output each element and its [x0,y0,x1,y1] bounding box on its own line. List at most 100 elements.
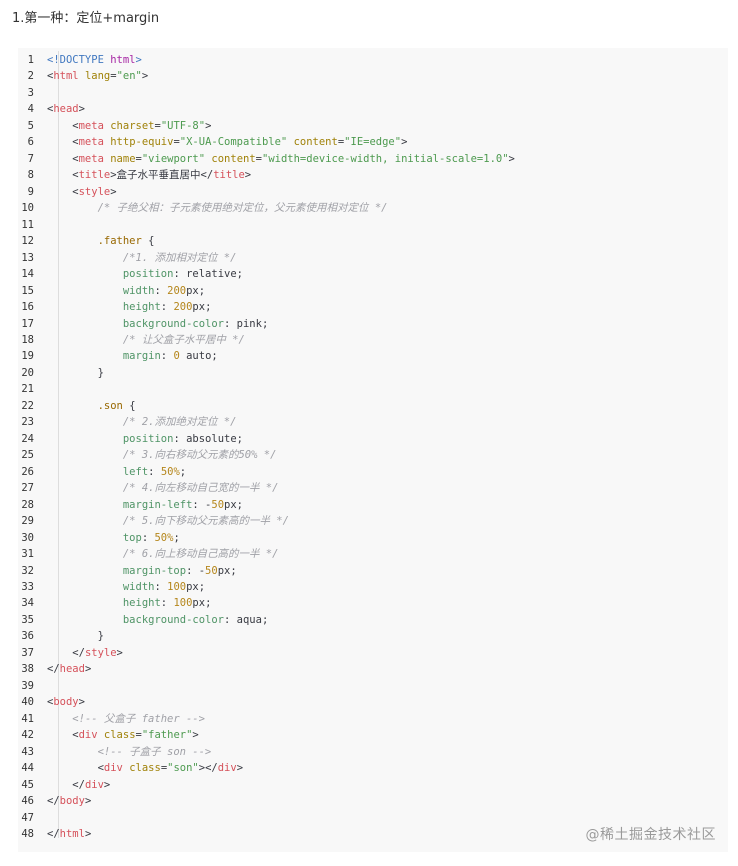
token-punc [47,202,98,214]
token-tag: div [217,762,237,775]
code-text: </div> [47,777,110,793]
token-kw: html [110,54,136,66]
token-sel: .father [97,235,142,248]
token-num: 0 [173,350,180,363]
token-prop: height [122,301,161,314]
code-line: 46</body> [18,793,728,809]
token-punc [47,614,123,626]
token-com: /* 5.向下移动父元素高的一半 */ [122,515,289,528]
code-text: <meta http-equiv="X-UA-Compatible" conte… [47,134,407,150]
line-number: 39 [21,679,34,692]
line-number: 11 [21,218,34,231]
token-com: /* 让父盒子水平居中 */ [122,333,245,346]
code-text: .son { [47,398,136,414]
token-com: <!-- 父盒子 father --> [72,712,205,725]
token-punc: px; [192,301,212,314]
line-number: 25 [21,449,34,462]
code-line: 8 <title>盒子水平垂直居中</title> [18,167,728,183]
token-punc: < [47,169,79,182]
token-prop: width [122,581,155,593]
token-punc [47,318,123,330]
code-text: /* 3.向右移动父元素的50% */ [47,447,277,463]
token-attr: class [103,729,136,742]
code-line: 6 <meta http-equiv="X-UA-Compatible" con… [18,134,728,150]
code-line: 12 .father { [18,233,728,249]
code-line: 43 <!-- 子盒子 son --> [18,744,728,760]
token-attr: lang [84,70,111,83]
line-number: 21 [21,383,34,396]
token-punc: > [508,152,515,165]
code-line: 2<html lang="en"> [18,68,728,84]
code-text: <div class="son"></div> [47,760,243,776]
code-text: position: absolute; [47,431,243,447]
line-number: 26 [21,465,34,478]
code-text: position: relative; [47,266,243,282]
token-str: "IE=edge" [344,136,402,149]
code-text: } [47,365,104,381]
token-tag: title [213,169,245,182]
code-line: 42 <div class="father"> [18,727,728,743]
line-number: 4 [27,103,34,116]
line-number: 35 [21,613,34,626]
line-number: 28 [21,498,34,511]
line-number: 10 [21,202,34,215]
section-heading: 1.第一种：定位+margin [12,11,160,26]
code-line: 26 left: 50%; [18,464,728,480]
code-text: /* 5.向下移动父元素高的一半 */ [47,513,289,529]
token-punc [47,482,123,494]
token-num: 50 [205,564,218,577]
line-number: 9 [27,185,34,198]
token-punc: > [205,119,212,132]
code-line: 17 background-color: pink; [18,316,728,332]
line-number: 32 [21,564,34,577]
token-tag: style [78,185,111,198]
token-str: "viewport" [141,152,206,165]
token-punc [47,400,98,412]
line-number: 5 [27,119,34,132]
token-punc: >盒子水平垂直居中</ [110,169,214,182]
token-punc [47,515,123,527]
token-tag: title [78,169,111,182]
token-punc [47,268,123,280]
code-line: 44 <div class="son"></div> [18,760,728,776]
token-punc [47,548,123,560]
line-number: 19 [21,350,34,363]
line-number: 38 [21,663,34,676]
token-tag: body [53,696,79,709]
code-line: 34 height: 100px; [18,595,728,611]
line-number: 8 [27,169,34,182]
token-punc: = [135,729,142,742]
code-text: <meta name="viewport" content="width=dev… [47,151,515,167]
token-punc: = [160,762,168,775]
token-punc: = [110,70,117,83]
code-text: </head> [47,661,91,677]
token-punc: < [47,185,79,198]
line-number: 42 [21,729,34,742]
token-attr: name [110,152,136,165]
token-punc: </ [47,828,60,841]
line-number: 37 [21,646,34,659]
token-punc: > [236,762,244,775]
token-tag: div [84,778,104,791]
token-doctype: <!DOCTYPE [47,54,111,66]
token-attr: content [293,136,338,149]
code-text: width: 100px; [47,579,205,595]
token-punc: : - [192,498,212,511]
token-punc: : relative; [173,268,243,281]
token-punc: : - [186,564,206,577]
token-attr: class [129,762,161,775]
code-line: 23 /* 2.添加绝对定位 */ [18,414,728,430]
code-line: 32 margin-top: -50px; [18,563,728,579]
code-text: background-color: aqua; [47,612,268,628]
code-line: 28 margin-left: -50px; [18,497,728,513]
code-text: height: 200px; [47,299,212,315]
code-text: height: 100px; [47,595,212,611]
token-doctype: > [135,54,142,66]
line-number: 6 [27,136,34,149]
code-line: 13 /*1. 添加相对定位 */ [18,250,728,266]
token-punc: px; [192,597,212,610]
code-text: } [47,628,104,644]
code-text: <!DOCTYPE html> [47,52,142,68]
